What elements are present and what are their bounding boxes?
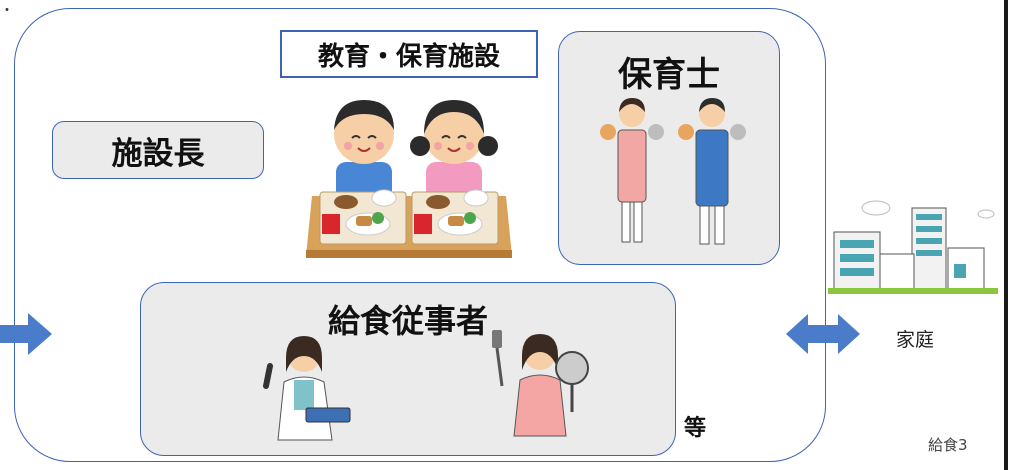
houses-and-apartments-illustration [828, 200, 998, 294]
children-eating-lunch-illustration [306, 100, 512, 258]
left-arrow-icon [0, 313, 52, 355]
teacher-right [678, 98, 746, 245]
facility-frame [14, 8, 826, 462]
girl-figure [410, 100, 498, 202]
cook-with-pan-illustration [492, 330, 589, 437]
director-panel [52, 121, 264, 179]
facility-title: 教育・保育施設 [280, 30, 538, 78]
nutritionist-with-book-illustration [263, 336, 351, 441]
director-label: 施設長 [111, 135, 205, 172]
kitchen-staff-label: 給食従事者 [327, 302, 488, 340]
slide-number: 給食3 [928, 436, 968, 454]
boy-figure [334, 100, 394, 202]
teacher-left [600, 98, 664, 243]
nursery-teacher-panel [558, 31, 780, 265]
nursery-teacher-with-puppets-illustration [600, 98, 746, 245]
double-arrow-icon [786, 314, 860, 354]
top-fragment-text: ・ [0, 3, 14, 19]
nursery-teacher-label: 保育士 [618, 54, 720, 95]
home-label: 家庭 [896, 329, 935, 351]
slide-edge-bar [1004, 0, 1008, 470]
etcetera-label: 等 [684, 416, 707, 441]
